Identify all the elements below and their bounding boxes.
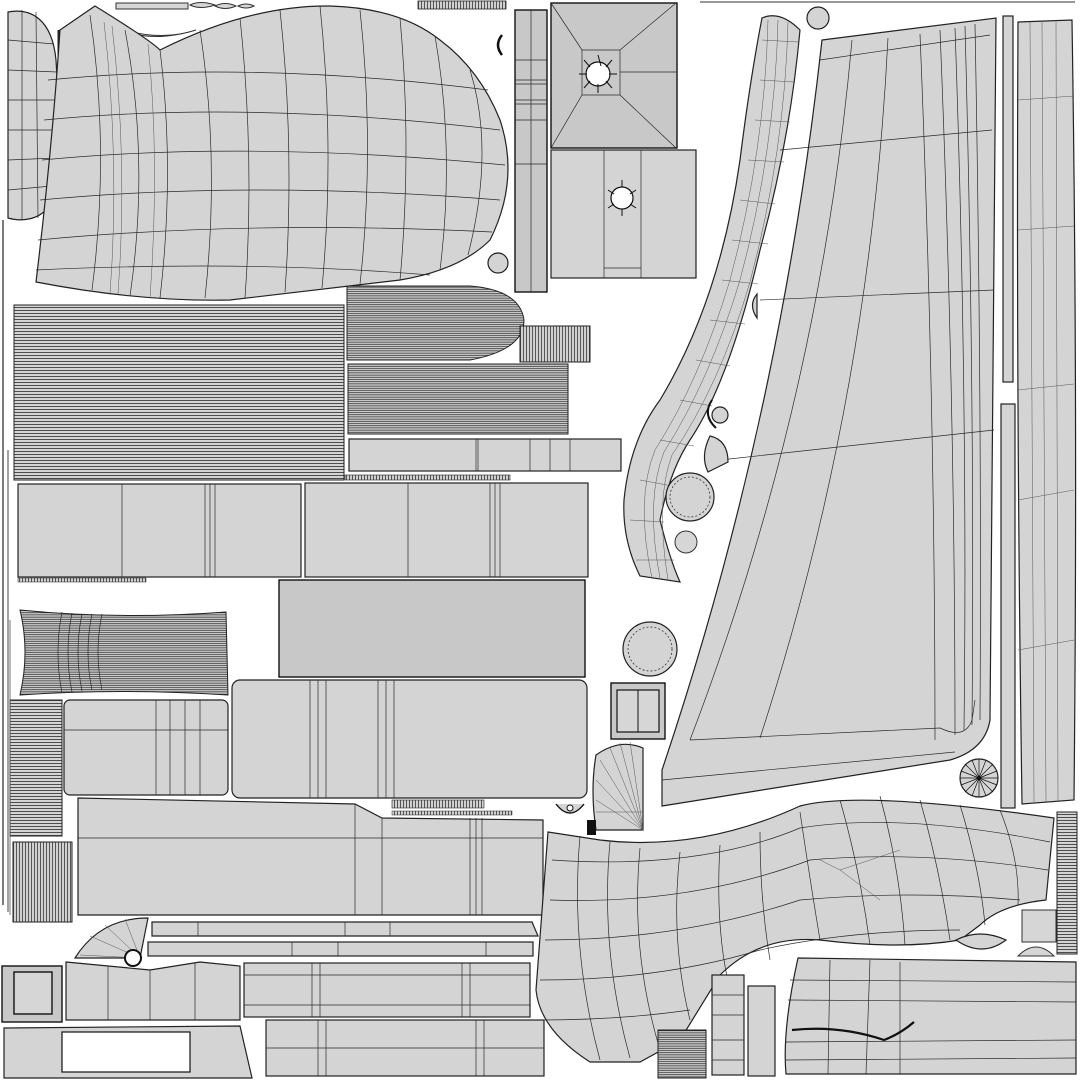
uv-shell-right-hatch xyxy=(1056,811,1078,955)
uv-shell-fan-small xyxy=(73,917,149,959)
uv-shell-bottom-frame-a xyxy=(1,965,63,1023)
uv-shell-bottom-wedge xyxy=(65,961,241,1021)
uv-shell-bottom-beam-a xyxy=(243,962,531,1018)
uv-shell-bottom-posts xyxy=(711,974,776,1077)
uv-shell-small-rounds xyxy=(622,292,758,677)
uv-shell-pinched-hatch xyxy=(19,609,229,696)
uv-shell-hatched-block-a xyxy=(13,304,345,481)
uv-shell-bottom-right-block xyxy=(784,957,1077,1075)
uv-shell-hatched-block-d xyxy=(347,363,569,435)
uv-shell-ring xyxy=(124,949,142,967)
uv-shell-starburst xyxy=(959,758,999,798)
uv-shell-rail-a xyxy=(1002,15,1014,383)
uv-shell-panel-row-b xyxy=(304,482,589,578)
uv-shell-segmented-bar xyxy=(344,438,622,481)
uv-shell-bottom-hatch xyxy=(657,1029,707,1079)
uv-shell-rail-b xyxy=(1000,403,1016,809)
uv-shell-right-strip xyxy=(1016,19,1077,805)
uv-shell-small-square xyxy=(1021,909,1057,943)
uv-shell-large-curved-grid xyxy=(35,5,509,301)
uv-shell-small-gadgets xyxy=(555,803,596,835)
uv-shell-cap-lower xyxy=(550,149,697,279)
uv-shell-half-disc xyxy=(1016,946,1056,957)
uv-shell-round-button xyxy=(806,6,830,30)
uv-shell-edge-slivers xyxy=(2,220,11,915)
uv-shell-bottom-frame-b xyxy=(3,1025,253,1079)
uv-shell-fan xyxy=(592,741,644,831)
uv-shell-hatched-column xyxy=(9,699,63,837)
uv-shell-bottom-beam-b xyxy=(265,1019,545,1077)
uv-shell-curved-strap xyxy=(623,15,801,583)
uv-shell-hatched-block-b xyxy=(346,285,525,361)
uv-shell-framed-square xyxy=(610,682,666,740)
uv-shell-small-disc xyxy=(487,252,509,274)
uv-shell-lower-right-grid xyxy=(535,795,1055,1063)
uv-shell-vertical-hatch xyxy=(12,841,73,923)
uv-shell-hook xyxy=(496,34,504,56)
uv-shell-small-fan xyxy=(954,933,1008,950)
uv-shell-rounded-panel-b xyxy=(231,679,588,799)
uv-shell-rounded-panel-a xyxy=(63,699,229,796)
uv-shell-bottom-strips xyxy=(147,921,539,957)
uv-shell-tall-column xyxy=(514,9,548,293)
uv-shell-plain-rect xyxy=(278,579,586,678)
uv-shell-cap-square xyxy=(550,2,678,149)
uv-shell-hatched-block-c xyxy=(519,325,591,363)
uv-shell-lower-panel xyxy=(77,797,544,916)
uv-shell-large-panel xyxy=(661,17,997,807)
uv-shell-panel-row-a xyxy=(17,483,302,583)
